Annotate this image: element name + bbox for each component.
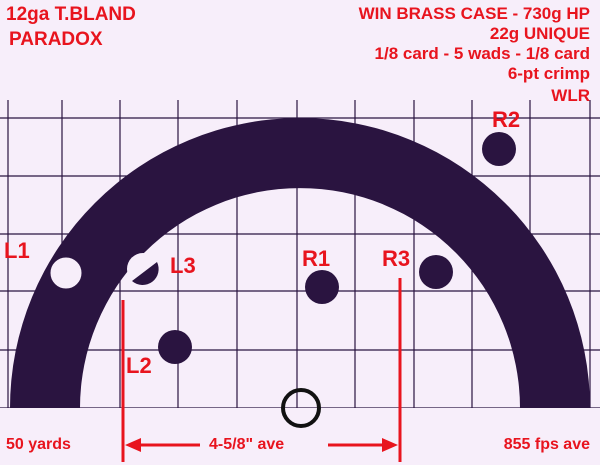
shot-label-r3: R3: [382, 246, 411, 271]
spread-measure: [121, 278, 402, 462]
velocity-label: 855 fps ave: [503, 436, 590, 453]
shot-label-r2: R2: [492, 107, 521, 132]
lower-margin: [0, 408, 600, 465]
header-right-line-5: WLR: [551, 86, 590, 105]
distance-label: 50 yards: [6, 436, 71, 453]
header-right-line-4: 6-pt crimp: [507, 64, 590, 83]
shot-hole-r2: [482, 132, 516, 166]
shot-label-l3: L3: [170, 253, 196, 278]
header-left-line-2: PARADOX: [9, 29, 103, 50]
shot-hole-l3-shadow: [132, 262, 159, 286]
aim-point-icon: [281, 388, 321, 428]
header-right-line-3: 1/8 card - 5 wads - 1/8 card: [374, 44, 590, 63]
header-left-line-1: 12ga T.BLAND: [6, 4, 136, 25]
target-ring-arc: [10, 118, 590, 408]
shot-hole-l1: [49, 256, 83, 290]
shot-label-l1: L1: [4, 238, 30, 263]
header-right-line-2: 22g UNIQUE: [489, 24, 590, 43]
shot-hole-r3: [419, 255, 453, 289]
shot-hole-l2: [158, 330, 192, 364]
spread-label: 4-5/8" ave: [209, 436, 285, 453]
shot-hole-r1: [305, 270, 339, 304]
header-right-line-1: WIN BRASS CASE - 730g HP: [358, 4, 590, 23]
shot-label-r1: R1: [302, 246, 331, 271]
shot-label-l2: L2: [126, 353, 152, 378]
